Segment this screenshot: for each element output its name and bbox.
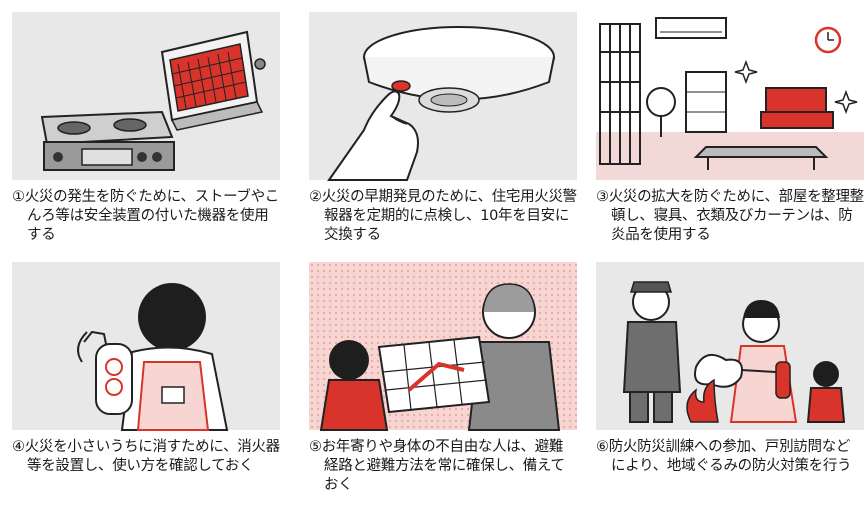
extinguisher-spray-icon: [694, 353, 777, 388]
illustration-smoke-alarm: [309, 12, 577, 181]
fire-icon: [686, 378, 719, 423]
hand-pointing-icon: [327, 90, 419, 181]
card-fire-extinguisher: ④火災を小さいうちに消すために、消火器等を設置し、使い方を確認しておく: [12, 262, 280, 476]
caption-6: ⑥防火防災訓練への参加、戸別訪問などにより、地域ぐるみの防火対策を行う: [596, 439, 852, 474]
child-icon: [806, 361, 846, 423]
chest-of-drawers-icon: [685, 71, 727, 133]
woman-figure-icon: [120, 283, 229, 431]
illustration-fire-drill: [596, 262, 864, 430]
smoke-alarm-icon: [363, 26, 555, 113]
smoke-alarm-drawing: [327, 26, 555, 181]
fire-extinguisher-icon: [77, 330, 133, 415]
floor-plan-map-icon: [377, 335, 491, 414]
card-fire-drill: ⑥防火防災訓練への参加、戸別訪問などにより、地域ぐるみの防火対策を行う: [596, 262, 864, 476]
woman-extinguisher-drawing: [77, 283, 229, 431]
card-smoke-alarm: ②火災の早期発見のために、住宅用火災警報器を定期的に点検し、10年を目安に交換す…: [309, 12, 577, 245]
illustration-evacuation-map: [309, 262, 577, 431]
air-conditioner-icon: [655, 17, 727, 39]
electric-heater-icon: [160, 30, 266, 131]
illustration-stove-and-gas-range: [12, 12, 280, 180]
clock-icon: [814, 26, 842, 54]
illustration-fire-extinguisher: [12, 262, 280, 431]
caption-4: ④火災を小さいうちに消すために、消火器等を設置し、使い方を確認しておく: [12, 439, 280, 474]
tidy-room-drawing: [596, 12, 864, 180]
low-table-icon: [693, 146, 829, 170]
gas-range-icon: [40, 110, 175, 171]
caption-5: ⑤お年寄りや身体の不自由な人は、避難経路と避難方法を常に確保し、備えておく: [309, 439, 565, 493]
stove-gas-range-drawing: [40, 30, 266, 171]
caption-3: ③火災の拡大を防ぐために、部屋を整理整頓し、寝具、衣類及びカーテンは、防炎品を使…: [596, 189, 864, 243]
firefighter-icon: [622, 281, 682, 423]
illustration-tidy-room: [596, 12, 864, 180]
red-sofa-icon: [760, 87, 834, 129]
sparkle-icon: [734, 59, 858, 115]
caption-2: ②火災の早期発見のために、住宅用火災警報器を定期的に点検し、10年を目安に交換す…: [309, 189, 577, 243]
card-evacuation-route: ⑤お年寄りや身体の不自由な人は、避難経路と避難方法を常に確保し、備えておく: [309, 262, 577, 495]
card-safety-devices: ①火災の発生を防ぐために、ストーブやこんろ等は安全装置の付いた機器を使用する: [12, 12, 280, 245]
fire-drill-drawing: [622, 281, 846, 423]
card-tidy-room: ③火災の拡大を防ぐために、部屋を整理整頓し、寝具、衣類及びカーテンは、防炎品を使…: [596, 12, 864, 245]
caption-1: ①火災の発生を防ぐために、ストーブやこんろ等は安全装置の付いた機器を使用する: [12, 189, 279, 243]
fire-prevention-grid: ①火災の発生を防ぐために、ストーブやこんろ等は安全装置の付いた機器を使用する ②…: [12, 12, 864, 495]
evacuation-map-drawing: [319, 283, 561, 431]
elderly-man-icon: [467, 283, 561, 431]
shoji-screen-icon: [599, 23, 641, 165]
electric-fan-icon: [646, 87, 676, 137]
woman-with-extinguisher-icon: [729, 300, 798, 423]
child-icon: [319, 340, 389, 431]
